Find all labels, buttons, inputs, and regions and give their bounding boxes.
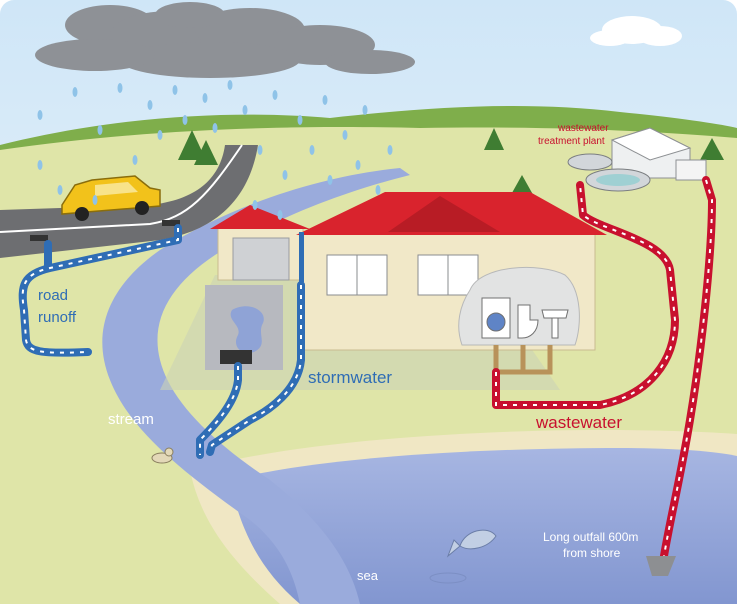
- house-waste-pipes: [493, 345, 553, 375]
- road-runoff-label-line2: runoff: [38, 309, 77, 326]
- stormwater-drain-grate: [220, 350, 252, 364]
- garage-door: [232, 237, 290, 281]
- fish-icon: [429, 529, 497, 584]
- treatment-plant: [567, 127, 707, 192]
- stormwater-label: stormwater: [308, 368, 392, 387]
- car-icon: [61, 175, 161, 221]
- sink-icon: [541, 309, 569, 319]
- house: [210, 192, 607, 351]
- downpipe: [299, 232, 304, 282]
- road-drain-right: [162, 220, 180, 226]
- outfall-label-line1: Long outfall 600m: [543, 530, 638, 544]
- stream: [102, 168, 410, 604]
- road-runoff-label-line1: road: [38, 287, 68, 304]
- outfall-pipe: [660, 176, 716, 560]
- road-drain-left: [30, 235, 48, 241]
- treatment-plant-label-line2: treatment plant: [538, 136, 605, 147]
- sea-label: sea: [357, 568, 379, 583]
- rain-drops: [37, 80, 393, 220]
- yard-drain-pipe: [196, 362, 242, 459]
- road: [0, 145, 258, 258]
- outfall-diffuser: [646, 556, 676, 576]
- stormwater-flow-arrows: [21, 228, 302, 455]
- driveway-puddle: [230, 306, 264, 353]
- outfall-label-line2: from shore: [563, 546, 621, 560]
- sea: [230, 448, 737, 604]
- stream-label: stream: [108, 411, 154, 428]
- treatment-plant-label-line1: wastewater: [557, 123, 609, 134]
- wastewater-flow-arrows: [495, 179, 714, 557]
- duck-icon: [151, 447, 174, 464]
- toilet-icon: [517, 304, 539, 339]
- road-centre-line: [0, 144, 243, 233]
- rain-cloud: [35, 2, 415, 78]
- wastewater-label: wastewater: [535, 413, 622, 432]
- small-cloud: [590, 16, 682, 46]
